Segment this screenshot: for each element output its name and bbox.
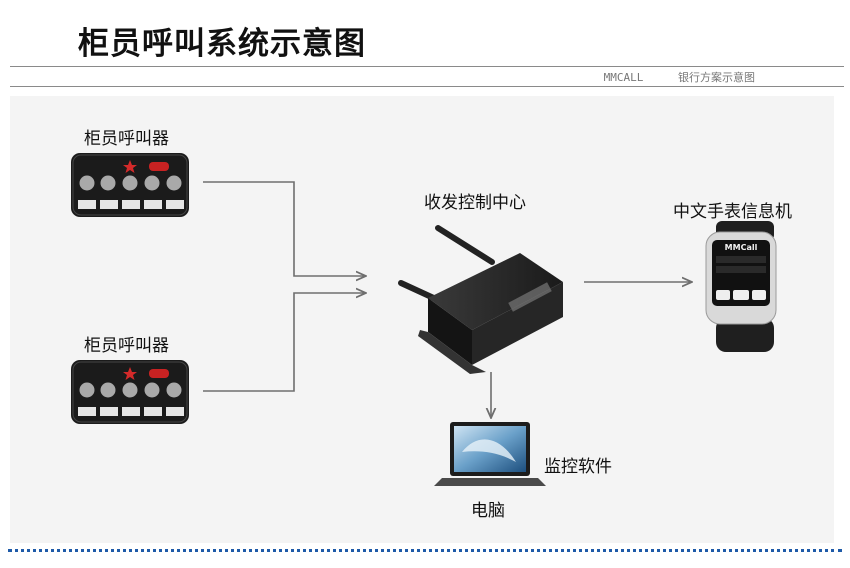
watch-right-icon	[752, 290, 766, 300]
subtitle-label: 银行方案示意图	[678, 71, 755, 84]
caller-device-top	[71, 153, 189, 217]
watch-device: MMCall	[705, 221, 777, 352]
caller-device-bottom	[71, 360, 189, 424]
control-center-device	[398, 225, 563, 374]
header-rule-bottom	[10, 86, 844, 87]
subheader: MMCALL 银行方案示意图	[576, 69, 755, 85]
laptop-device	[434, 422, 546, 486]
computer-label: 电脑	[471, 501, 505, 521]
header-rule-top	[10, 66, 844, 67]
watch-left-icon	[716, 290, 730, 300]
star-icon	[123, 160, 137, 173]
watch-label: 中文手表信息机	[673, 202, 792, 222]
connector-top-caller	[203, 181, 366, 276]
caller-top-label: 柜员呼叫器	[84, 129, 169, 149]
control-center-label: 收发控制中心	[424, 193, 526, 213]
connector-bottom-caller	[203, 293, 366, 392]
logo-icon	[149, 162, 169, 171]
watch-screen-brand: MMCall	[725, 243, 758, 252]
brand-label: MMCALL	[603, 71, 644, 84]
footer-dotted-rule	[8, 549, 842, 552]
antenna-icon	[435, 225, 495, 265]
page-title: 柜员呼叫系统示意图	[78, 26, 366, 62]
star-icon	[123, 367, 137, 380]
caller-bottom-label: 柜员呼叫器	[84, 336, 169, 356]
software-label: 监控软件	[544, 457, 612, 477]
connector-lines	[203, 181, 692, 418]
logo-icon	[149, 369, 169, 378]
watch-ok-icon	[733, 290, 749, 300]
